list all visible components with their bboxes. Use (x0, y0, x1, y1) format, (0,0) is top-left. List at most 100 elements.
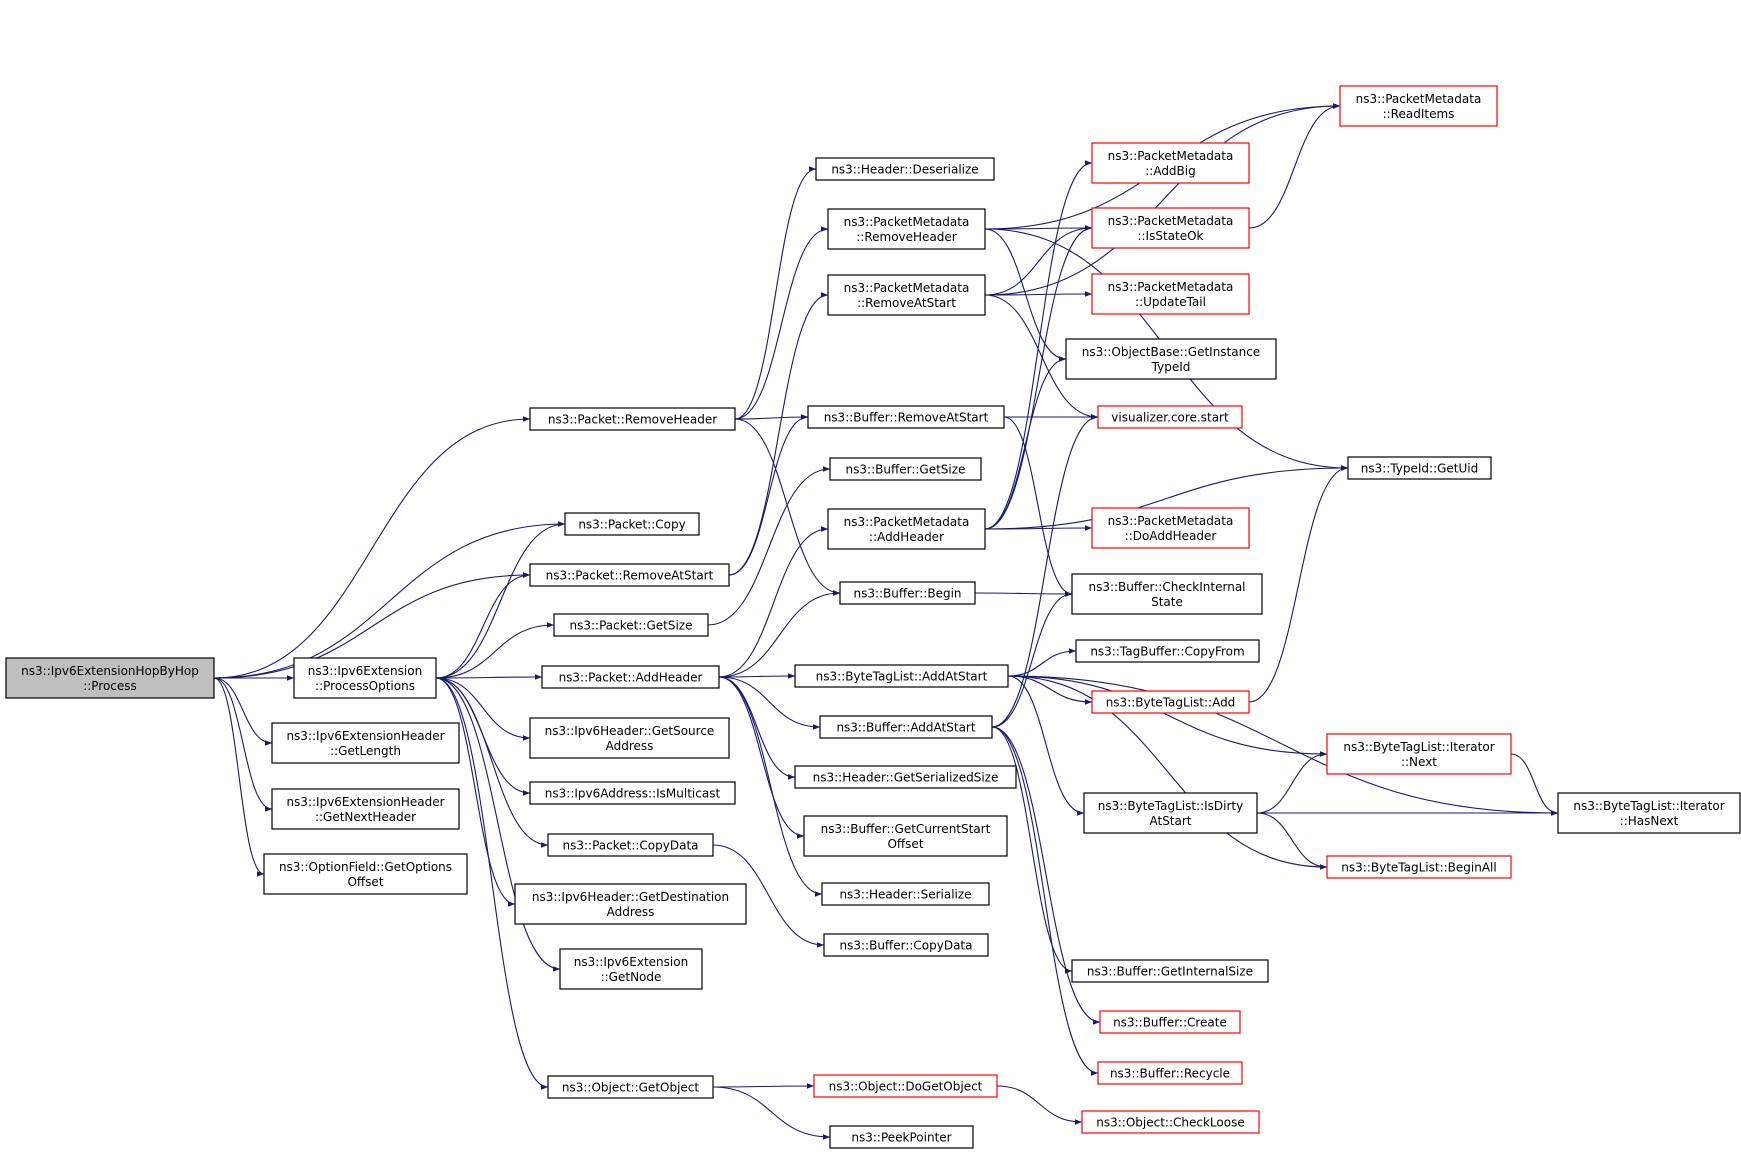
node-box-btlIsDirtyAtStart[interactable] (1083, 792, 1258, 834)
node-box-btlBeginAll[interactable] (1326, 855, 1512, 879)
node-bufGetSize[interactable]: ns3::Buffer::GetSize (829, 457, 982, 481)
node-peekPointer[interactable]: ns3::PeekPointer (829, 1125, 974, 1149)
node-box-objBaseGetInstanceTypeId[interactable] (1065, 338, 1277, 380)
node-box-pmAddBig[interactable] (1091, 142, 1250, 184)
node-box-objectCheckLoose[interactable] (1081, 1110, 1260, 1134)
node-objectDoGetObject[interactable]: ns3::Object::DoGetObject (813, 1074, 998, 1098)
node-packetCopyData[interactable]: ns3::Packet::CopyData (547, 833, 714, 857)
node-box-packetCopy[interactable] (564, 512, 700, 536)
node-box-packetRemoveHeader[interactable] (529, 407, 736, 431)
node-pmIsStateOk[interactable]: ns3::PacketMetadata::IsStateOk (1091, 207, 1250, 249)
node-pmRemoveAtStart[interactable]: ns3::PacketMetadata::RemoveAtStart (827, 274, 986, 316)
node-extHdrGetLength[interactable]: ns3::Ipv6ExtensionHeader::GetLength (271, 722, 460, 764)
node-bufRemoveAtStart[interactable]: ns3::Buffer::RemoveAtStart (807, 405, 1005, 429)
node-box-ipv6ExtGetNode[interactable] (559, 948, 703, 990)
node-box-ipv6HdrGetDest[interactable] (514, 883, 747, 925)
node-pmReadItems[interactable]: ns3::PacketMetadata::ReadItems (1339, 85, 1498, 127)
node-box-bufRemoveAtStart[interactable] (807, 405, 1005, 429)
node-box-pmDoAddHeader[interactable] (1091, 507, 1250, 549)
node-headerGetSerializedSize[interactable]: ns3::Header::GetSerializedSize (794, 765, 1017, 789)
node-btlIterHasNext[interactable]: ns3::ByteTagList::Iterator::HasNext (1557, 792, 1741, 834)
node-packetRemoveAtStart[interactable]: ns3::Packet::RemoveAtStart (529, 563, 730, 587)
node-headerDeserialize[interactable]: ns3::Header::Deserialize (815, 157, 995, 181)
node-box-optionFieldGetOptionsOffset[interactable] (263, 853, 468, 895)
node-box-headerSerialize[interactable] (821, 882, 990, 906)
node-pmAddHeader[interactable]: ns3::PacketMetadata::AddHeader (827, 508, 986, 550)
node-packetGetSize[interactable]: ns3::Packet::GetSize (553, 613, 709, 637)
node-box-btlIterHasNext[interactable] (1557, 792, 1741, 834)
node-bufBegin[interactable]: ns3::Buffer::Begin (839, 581, 976, 605)
node-box-headerGetSerializedSize[interactable] (794, 765, 1017, 789)
node-box-ipv6HdrGetSource[interactable] (529, 717, 730, 759)
node-box-pmRemoveHeader[interactable] (827, 208, 986, 250)
node-extHdrGetNextHeader[interactable]: ns3::Ipv6ExtensionHeader::GetNextHeader (271, 788, 460, 830)
node-box-peekPointer[interactable] (829, 1125, 974, 1149)
node-box-ipv6AddrIsMulticast[interactable] (529, 781, 736, 805)
node-processOptions[interactable]: ns3::Ipv6Extension::ProcessOptions (293, 657, 437, 699)
node-box-btlAdd[interactable] (1091, 690, 1250, 714)
node-objectCheckLoose[interactable]: ns3::Object::CheckLoose (1081, 1110, 1260, 1134)
node-box-process[interactable] (5, 657, 215, 699)
node-box-bufBegin[interactable] (839, 581, 976, 605)
node-bufRecycle[interactable]: ns3::Buffer::Recycle (1097, 1061, 1243, 1085)
node-box-extHdrGetLength[interactable] (271, 722, 460, 764)
node-box-bufGetSize[interactable] (829, 457, 982, 481)
node-box-bufAddAtStart[interactable] (819, 715, 993, 739)
node-pmUpdateTail[interactable]: ns3::PacketMetadata::UpdateTail (1091, 273, 1250, 315)
node-box-bufGetCurrentStartOffset[interactable] (803, 815, 1008, 857)
node-packetAddHeader[interactable]: ns3::Packet::AddHeader (541, 665, 720, 689)
node-box-bufCheckInternalState[interactable] (1071, 573, 1263, 615)
node-box-visualizerStart[interactable] (1097, 405, 1243, 429)
node-pmAddBig[interactable]: ns3::PacketMetadata::AddBig (1091, 142, 1250, 184)
node-box-packetRemoveAtStart[interactable] (529, 563, 730, 587)
node-box-tagBufferCopyFrom[interactable] (1075, 639, 1260, 663)
node-box-bufCopyData[interactable] (823, 933, 989, 957)
node-box-pmRemoveAtStart[interactable] (827, 274, 986, 316)
node-box-packetAddHeader[interactable] (541, 665, 720, 689)
node-pmDoAddHeader[interactable]: ns3::PacketMetadata::DoAddHeader (1091, 507, 1250, 549)
node-btlAddAtStart[interactable]: ns3::ByteTagList::AddAtStart (794, 664, 1009, 688)
node-box-bufGetInternalSize[interactable] (1071, 959, 1269, 983)
node-box-extHdrGetNextHeader[interactable] (271, 788, 460, 830)
node-box-processOptions[interactable] (293, 657, 437, 699)
node-btlBeginAll[interactable]: ns3::ByteTagList::BeginAll (1326, 855, 1512, 879)
node-box-pmIsStateOk[interactable] (1091, 207, 1250, 249)
node-pmRemoveHeader[interactable]: ns3::PacketMetadata::RemoveHeader (827, 208, 986, 250)
node-box-btlIterNext[interactable] (1326, 733, 1512, 775)
node-btlIterNext[interactable]: ns3::ByteTagList::Iterator::Next (1326, 733, 1512, 775)
node-packetCopy[interactable]: ns3::Packet::Copy (564, 512, 700, 536)
node-typeIdGetUid[interactable]: ns3::TypeId::GetUid (1347, 456, 1492, 480)
node-box-pmUpdateTail[interactable] (1091, 273, 1250, 315)
node-box-typeIdGetUid[interactable] (1347, 456, 1492, 480)
node-visualizerStart[interactable]: visualizer.core.start (1097, 405, 1243, 429)
node-bufAddAtStart[interactable]: ns3::Buffer::AddAtStart (819, 715, 993, 739)
node-box-objectDoGetObject[interactable] (813, 1074, 998, 1098)
node-ipv6AddrIsMulticast[interactable]: ns3::Ipv6Address::IsMulticast (529, 781, 736, 805)
node-box-pmAddHeader[interactable] (827, 508, 986, 550)
node-box-packetGetSize[interactable] (553, 613, 709, 637)
node-box-objectGetObject[interactable] (547, 1075, 714, 1099)
node-box-bufCreate[interactable] (1099, 1010, 1241, 1034)
node-tagBufferCopyFrom[interactable]: ns3::TagBuffer::CopyFrom (1075, 639, 1260, 663)
node-box-headerDeserialize[interactable] (815, 157, 995, 181)
node-box-pmReadItems[interactable] (1339, 85, 1498, 127)
node-headerSerialize[interactable]: ns3::Header::Serialize (821, 882, 990, 906)
node-bufCopyData[interactable]: ns3::Buffer::CopyData (823, 933, 989, 957)
node-bufGetInternalSize[interactable]: ns3::Buffer::GetInternalSize (1071, 959, 1269, 983)
node-objectGetObject[interactable]: ns3::Object::GetObject (547, 1075, 714, 1099)
node-box-bufRecycle[interactable] (1097, 1061, 1243, 1085)
node-process[interactable]: ns3::Ipv6ExtensionHopByHop::Process (5, 657, 215, 699)
node-box-packetCopyData[interactable] (547, 833, 714, 857)
node-ipv6ExtGetNode[interactable]: ns3::Ipv6Extension::GetNode (559, 948, 703, 990)
node-bufCreate[interactable]: ns3::Buffer::Create (1099, 1010, 1241, 1034)
node-btlAdd[interactable]: ns3::ByteTagList::Add (1091, 690, 1250, 714)
node-packetRemoveHeader[interactable]: ns3::Packet::RemoveHeader (529, 407, 736, 431)
node-box-btlAddAtStart[interactable] (794, 664, 1009, 688)
